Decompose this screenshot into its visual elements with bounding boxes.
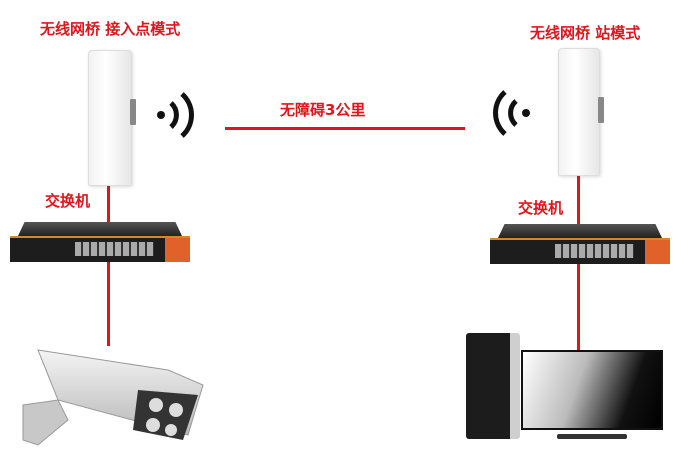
left-wireless-bridge xyxy=(88,50,136,186)
left-bridge-switch-cable xyxy=(107,184,110,224)
monitor xyxy=(521,350,663,430)
left-network-switch xyxy=(10,222,190,262)
right-network-switch xyxy=(490,224,670,264)
desktop-pc-tower xyxy=(466,333,520,439)
right-bridge-switch-cable xyxy=(577,174,580,228)
security-camera-icon xyxy=(22,349,204,446)
right-wireless-bridge xyxy=(558,48,604,176)
left-switch-camera-cable xyxy=(107,260,110,346)
monitor-stand xyxy=(557,434,627,439)
left-wifi-signal-icon xyxy=(157,92,194,138)
left-bridge-title: 无线网桥 接入点模式 xyxy=(40,20,181,38)
right-switch-monitor-cable xyxy=(577,260,580,352)
wireless-link-line xyxy=(225,127,465,130)
link-distance-label: 无障碍3公里 xyxy=(280,101,366,119)
left-switch-label: 交换机 xyxy=(45,192,91,210)
right-switch-label: 交换机 xyxy=(518,199,564,217)
right-bridge-title: 无线网桥 站模式 xyxy=(530,24,641,42)
right-wifi-signal-icon xyxy=(493,90,530,136)
